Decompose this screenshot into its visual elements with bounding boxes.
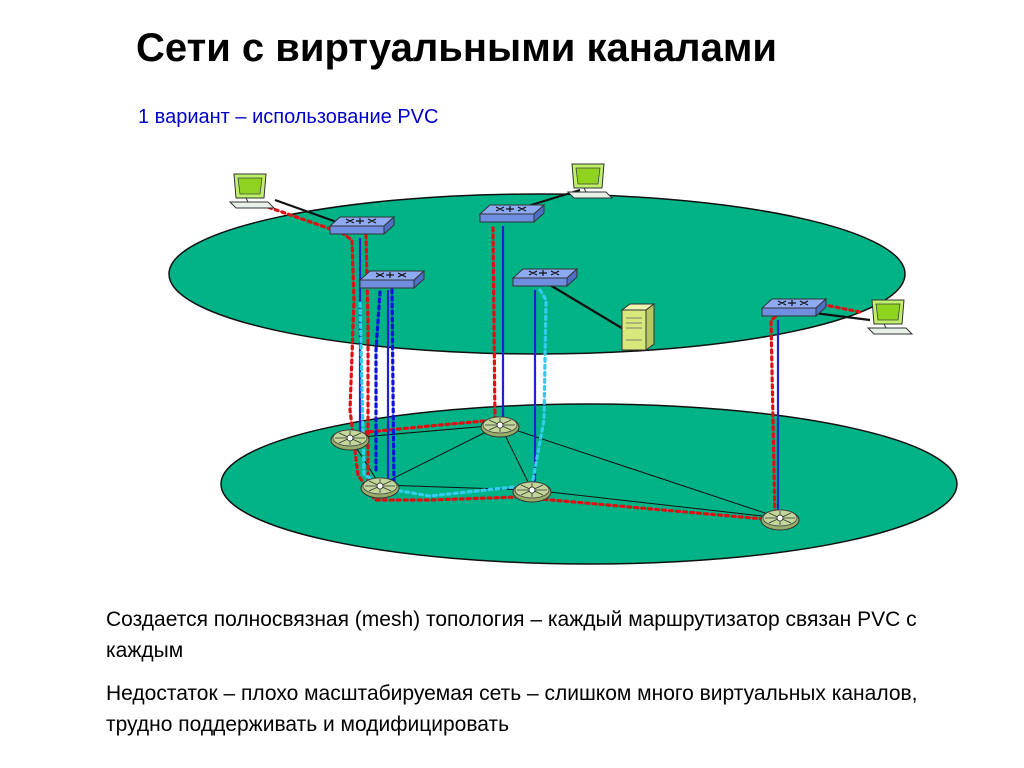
- computer-icon: [567, 163, 613, 199]
- computer-icon: [229, 173, 275, 209]
- slide-subtitle: 1 вариант – использование PVC: [138, 106, 439, 128]
- computer-icon: [867, 299, 913, 335]
- switch-icon: [480, 416, 520, 438]
- router-icon: [359, 270, 425, 289]
- vertical-links: [358, 226, 780, 518]
- router-icon: [761, 298, 827, 317]
- pvc-cyan-paths: [358, 288, 548, 498]
- slide-title: Сети с виртуальными каналами: [136, 26, 778, 70]
- switch-icon: [330, 429, 370, 451]
- lower-network-plane: [220, 403, 958, 565]
- router-icon: [329, 216, 395, 235]
- body-paragraph-drawback: Недостаток – плохо масштабируемая сеть –…: [106, 682, 918, 736]
- switch-icon: [360, 477, 400, 499]
- router-icon: [479, 204, 545, 223]
- switch-icon: [512, 481, 552, 503]
- server-icon: [621, 303, 655, 351]
- pvc-red-paths: [260, 203, 862, 522]
- network-diagram: [168, 163, 958, 565]
- pvc-blue-paths: [374, 288, 396, 490]
- router-icon: [512, 268, 578, 287]
- switch-icon: [760, 509, 800, 531]
- body-paragraph-mesh: Создается полносвязная (mesh) топология …: [106, 608, 917, 662]
